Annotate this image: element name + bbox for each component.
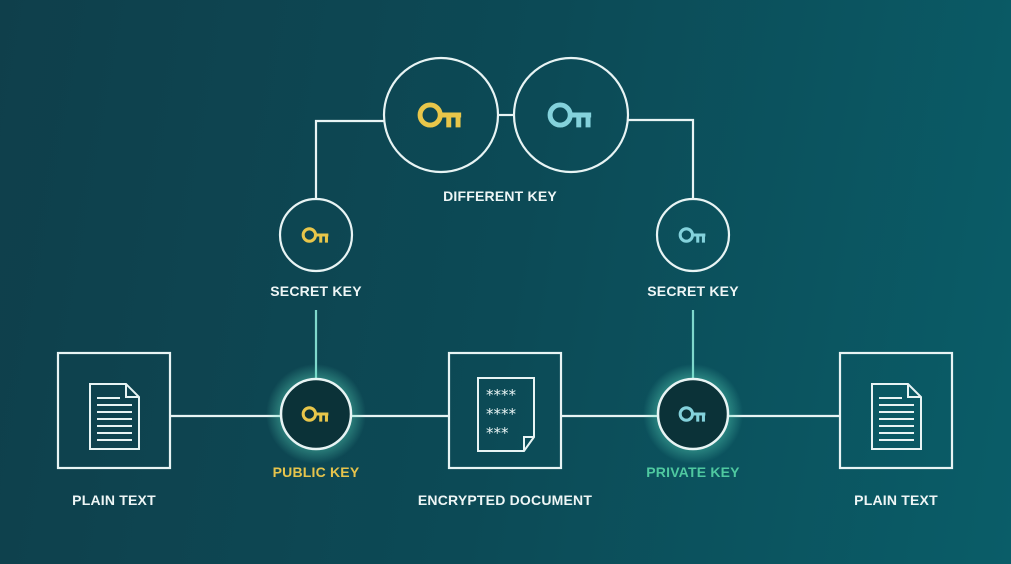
plain-text-right-box <box>838 351 954 470</box>
plain-text-right-label: PLAIN TEXT <box>854 492 938 508</box>
plain-text-left-label: PLAIN TEXT <box>72 492 156 508</box>
different-key-label: DIFFERENT KEY <box>443 188 557 204</box>
encrypted-document-icon: **** **** *** <box>477 377 535 452</box>
connector-lines <box>170 113 840 418</box>
private-key-node <box>643 364 743 464</box>
document-icon <box>89 383 140 450</box>
key-icon <box>678 227 707 245</box>
different-key-right-circle <box>512 56 630 174</box>
secret-key-left-label: SECRET KEY <box>270 283 362 299</box>
private-key-label: PRIVATE KEY <box>646 464 740 480</box>
document-icon <box>871 383 922 450</box>
key-icon <box>550 105 591 127</box>
public-key-node <box>266 364 366 464</box>
different-key-left-circle <box>382 56 500 174</box>
secret-key-right-circle <box>655 197 731 273</box>
key-icon <box>420 105 461 127</box>
plain-text-left-box <box>56 351 172 470</box>
encrypted-document-box: **** **** *** <box>447 351 563 470</box>
key-icon <box>301 227 330 245</box>
secret-key-left-circle <box>278 197 354 273</box>
encrypted-line: **** <box>486 405 517 423</box>
encrypted-line: *** <box>486 424 509 442</box>
secret-key-right-label: SECRET KEY <box>647 283 739 299</box>
encrypted-document-label: ENCRYPTED DOCUMENT <box>418 492 592 508</box>
public-key-label: PUBLIC KEY <box>273 464 360 480</box>
encrypted-line: **** <box>486 386 517 404</box>
